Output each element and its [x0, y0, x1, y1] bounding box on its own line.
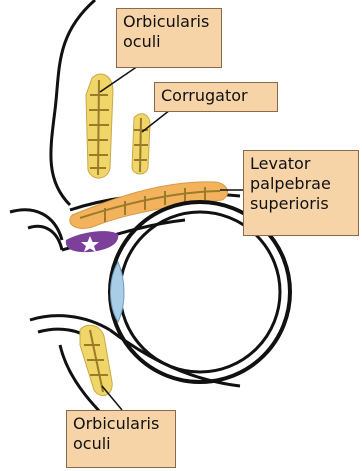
leader-orbicularis-lower	[102, 386, 122, 410]
label-orbicularis-oculi-lower: Orbicularis oculi	[66, 410, 176, 468]
levator-muscle	[70, 182, 228, 229]
label-orbicularis-oculi-upper: Orbicularis oculi	[116, 8, 222, 68]
label-line: Levator	[250, 154, 352, 174]
label-corrugator: Corrugator	[154, 82, 278, 112]
label-line: oculi	[73, 434, 169, 454]
label-line: palpebrae	[250, 174, 352, 194]
label-line: superioris	[250, 194, 352, 214]
label-line: oculi	[123, 32, 215, 52]
label-line: Corrugator	[161, 86, 271, 106]
label-line: Orbicularis	[123, 12, 215, 32]
globe-inner	[120, 212, 280, 372]
label-line: Orbicularis	[73, 414, 169, 434]
label-levator-palpebrae-superioris: Levator palpebrae superioris	[243, 150, 359, 236]
